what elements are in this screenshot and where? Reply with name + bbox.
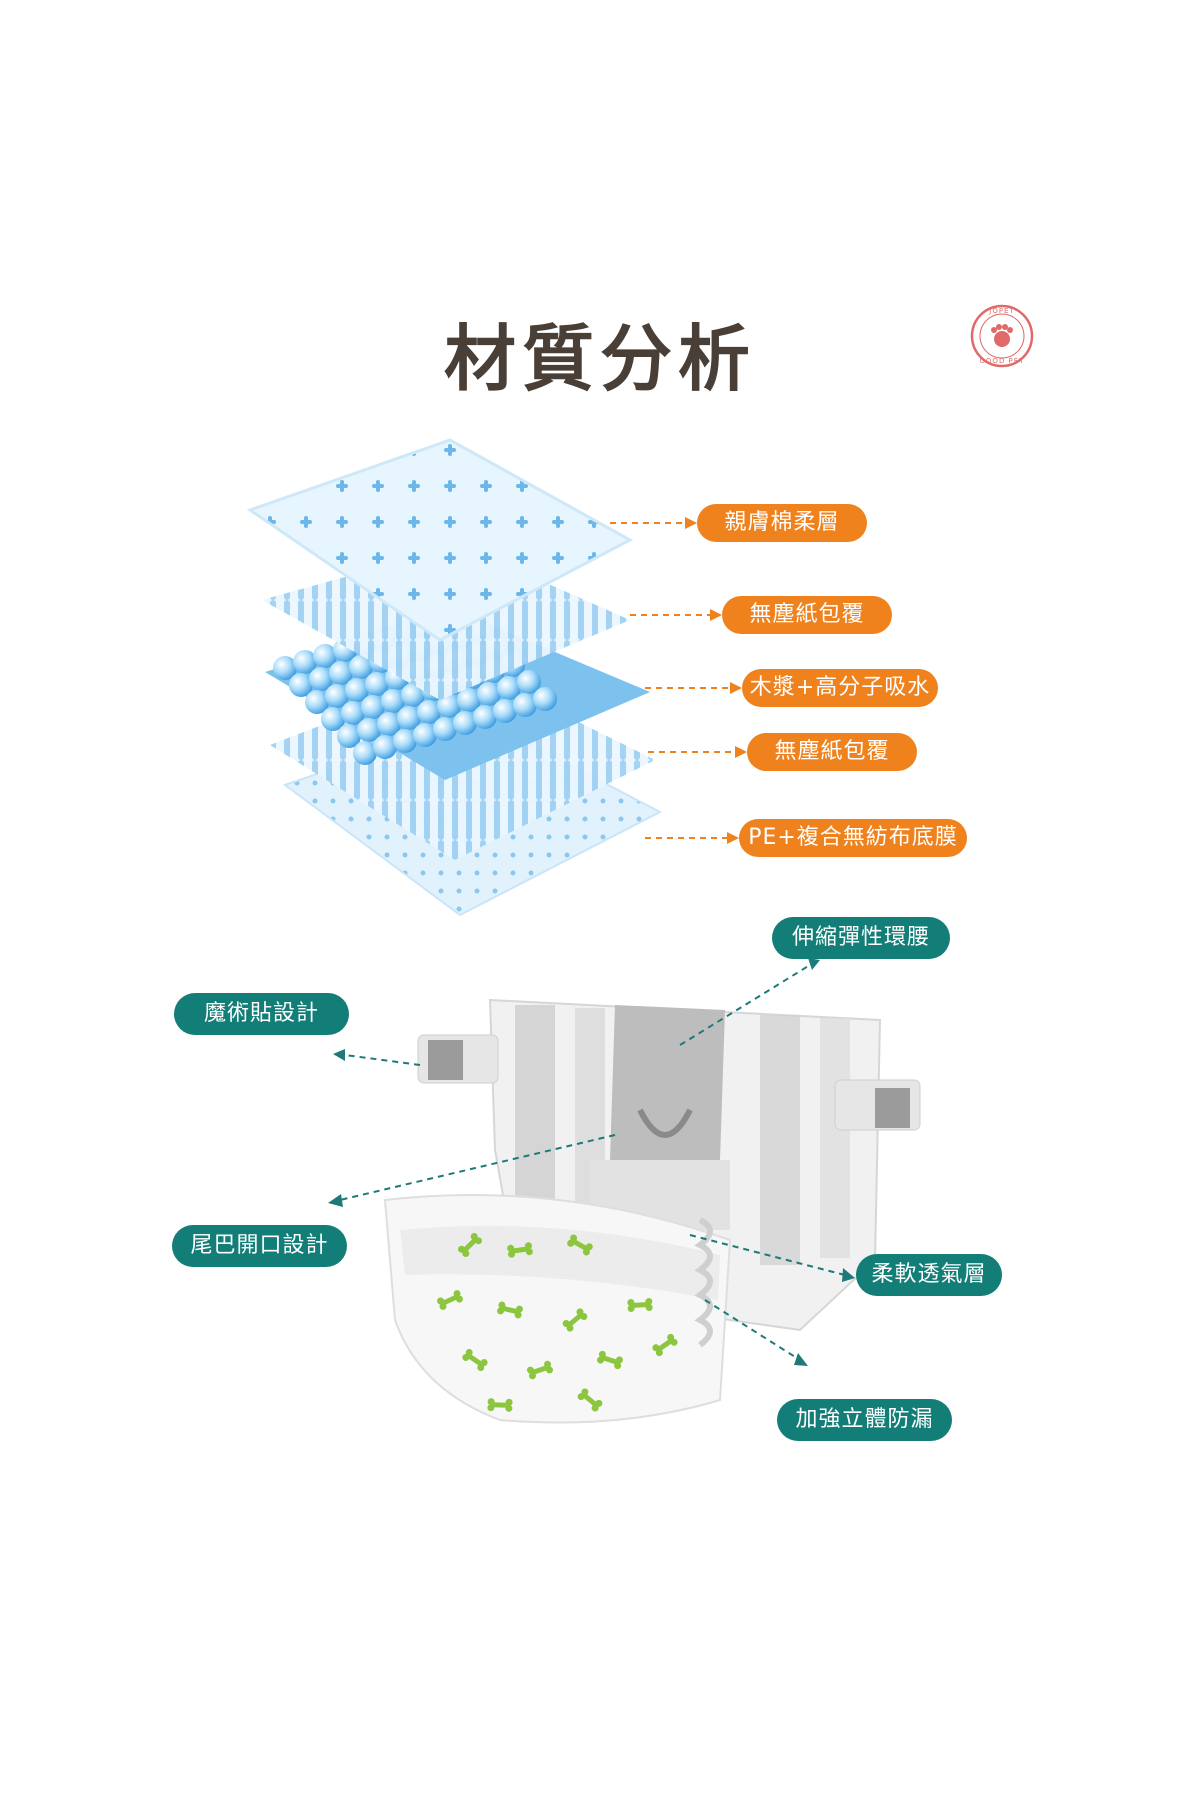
logo-bottom-text: GOOD PET <box>980 357 1025 365</box>
absorbent-bead <box>401 683 425 707</box>
bone-print-icon <box>627 1298 653 1312</box>
bone-print-icon <box>577 1388 603 1412</box>
absorbent-bead <box>313 644 337 668</box>
bone-print-icon <box>462 1348 488 1372</box>
absorbent-bead <box>477 682 501 706</box>
absorbent-bead <box>293 650 317 674</box>
absorbent-bead <box>289 673 313 697</box>
absorbent-bead <box>341 701 365 725</box>
bone-print-icon <box>497 1301 523 1319</box>
layer-label-absorbent: 木漿+高分子吸水 <box>742 669 938 707</box>
brand-logo: JOPET GOOD PET <box>970 304 1034 368</box>
absorbent-bead <box>381 689 405 713</box>
absorbent-bead <box>517 670 541 694</box>
feature-label-tail-opening: 尾巴開口設計 <box>172 1225 347 1267</box>
absorbent-bead <box>417 700 441 724</box>
absorbent-bead <box>377 712 401 736</box>
feature-label-elastic-waist: 伸縮彈性環腰 <box>772 917 950 959</box>
absorbent-bead <box>357 718 381 742</box>
absorbent-bead <box>309 667 333 691</box>
page-title: 材質分析 <box>443 317 756 401</box>
absorbent-bead <box>353 741 377 765</box>
absorbent-bead <box>373 735 397 759</box>
absorbent-bead <box>337 724 361 748</box>
absorbent-core-graphic <box>265 602 650 780</box>
absorbent-bead <box>457 688 481 712</box>
bone-print-icon <box>507 1242 533 1258</box>
bone-print-icon <box>487 1398 513 1412</box>
absorbent-bead <box>393 729 417 753</box>
absorbent-bead <box>329 661 353 685</box>
layer-label-cotton: 親膚棉柔層 <box>697 504 867 542</box>
absorbent-bead <box>325 684 349 708</box>
absorbent-bead <box>361 695 385 719</box>
absorbent-bead <box>513 693 537 717</box>
bone-print-icon <box>567 1234 593 1256</box>
absorbent-bead <box>497 676 521 700</box>
bone-print-icon <box>562 1308 588 1332</box>
absorbent-bead <box>413 723 437 747</box>
bone-print-icon <box>652 1333 678 1357</box>
layer-label-tissue-bottom: 無塵紙包覆 <box>747 733 917 771</box>
feature-label-leak-guard: 加強立體防漏 <box>777 1399 952 1441</box>
bone-print-icon <box>437 1290 463 1310</box>
feature-label-soft-layer: 柔軟透氣層 <box>856 1254 1002 1296</box>
bone-print-icon <box>597 1350 623 1370</box>
diaper-illustration <box>383 998 921 1424</box>
absorbent-bead <box>273 656 297 680</box>
logo-top-text: JOPET <box>988 307 1015 315</box>
bone-print-icon <box>527 1360 553 1380</box>
feature-label-velcro: 魔術貼設計 <box>174 993 349 1035</box>
absorbent-bead <box>493 699 517 723</box>
absorbent-bead <box>433 717 457 741</box>
absorbent-bead <box>533 687 557 711</box>
absorbent-bead <box>437 694 461 718</box>
layer-label-base-film: PE+複合無紡布底膜 <box>739 819 967 857</box>
absorbent-bead <box>473 705 497 729</box>
absorbent-bead <box>365 672 389 696</box>
absorbent-bead <box>345 678 369 702</box>
absorbent-bead <box>321 707 345 731</box>
absorbent-bead <box>305 690 329 714</box>
bone-print-icon <box>458 1233 482 1257</box>
absorbent-bead <box>453 711 477 735</box>
layer-label-tissue-top: 無塵紙包覆 <box>722 596 892 634</box>
absorbent-bead <box>349 655 373 679</box>
absorbent-bead <box>397 706 421 730</box>
